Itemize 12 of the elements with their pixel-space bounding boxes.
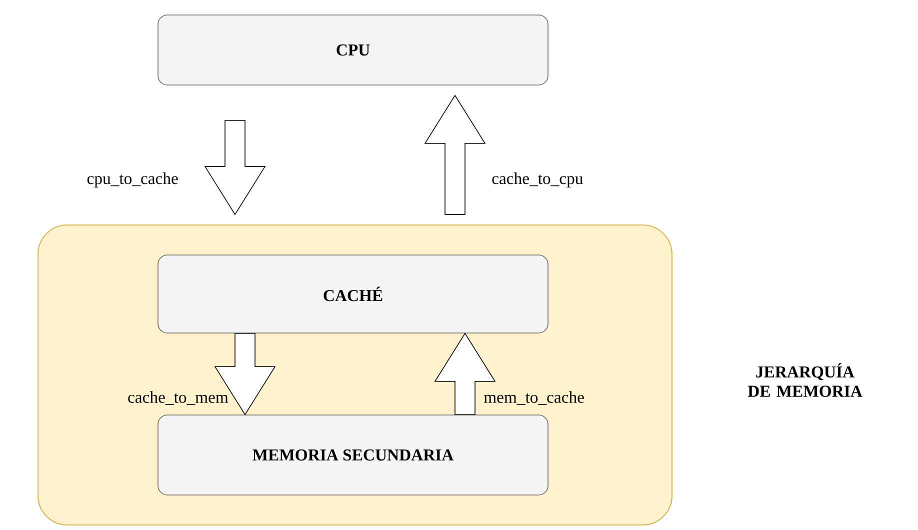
process-box: CACHÉ [158,254,548,334]
block-arrow [434,332,496,415]
process-box: CPU [158,14,548,86]
edge-label: cpu_to_cache [87,172,178,188]
edge-label: cache_to_mem [128,391,228,405]
edge-label: mem_to_cache [484,391,584,405]
process-box: MEMORIA SECUNDARIA [158,414,548,496]
block-arrow [424,94,486,215]
block-arrow [214,333,276,416]
edge-label: cache_to_cpu [492,172,583,188]
block-arrow [204,120,266,216]
group-heading: JERARQUÍA DE MEMORIA [748,363,862,397]
